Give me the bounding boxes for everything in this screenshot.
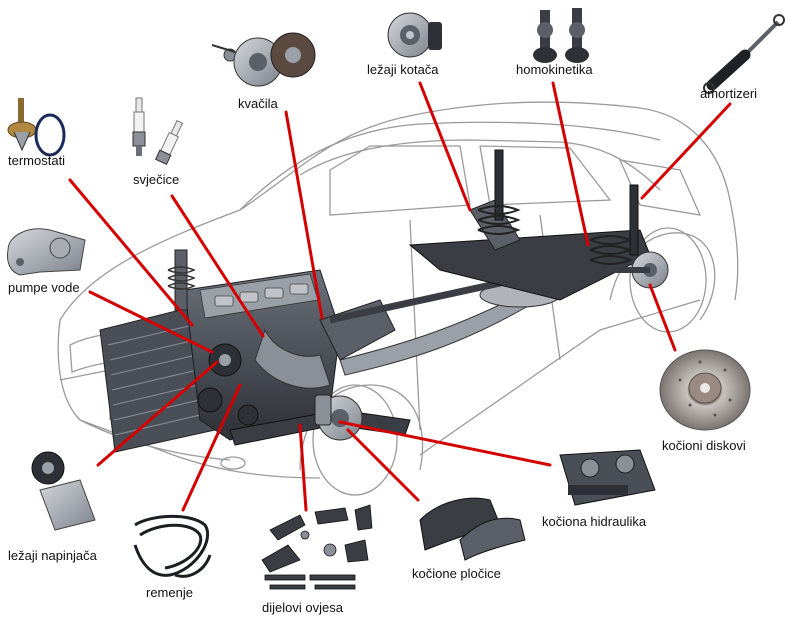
label-dijelovi-ovjesa: dijelovi ovjesa bbox=[262, 600, 343, 615]
tensioner-bearing-icon bbox=[31, 451, 96, 531]
callout-line-kocioni-diskovi bbox=[648, 283, 677, 352]
label-svjecice: svječice bbox=[133, 172, 180, 187]
callout-line-dijelovi-ovjesa bbox=[298, 423, 308, 512]
spark-plug-icon bbox=[132, 97, 184, 165]
wheel-bearing-icon bbox=[387, 12, 442, 58]
label-kocione-plocice: kočione pločice bbox=[412, 566, 501, 581]
label-homokinetika: homokinetika bbox=[516, 62, 593, 77]
callout-line-lezaji-kotaca bbox=[418, 81, 472, 212]
label-kvacila: kvačila bbox=[238, 96, 278, 111]
label-kociona-hidraulika: kočiona hidraulika bbox=[542, 514, 647, 529]
brake-disc-icon bbox=[659, 349, 751, 431]
belt-icon bbox=[133, 514, 212, 578]
callout-line-amortizeri bbox=[640, 102, 732, 200]
suspension-parts-icon bbox=[261, 504, 373, 590]
brake-pad-icon bbox=[419, 497, 526, 561]
brake-caliper-icon bbox=[559, 449, 656, 506]
shock-absorber-icon bbox=[703, 14, 785, 94]
callout-line-termostati bbox=[68, 178, 194, 327]
engine-assembly bbox=[99, 149, 669, 453]
label-kocioni-diskovi: kočioni diskovi bbox=[662, 438, 746, 453]
label-pumpe-vode: pumpe vode bbox=[8, 280, 80, 295]
callout-line-kocione-plocice bbox=[346, 428, 420, 502]
callout-line-svjecice bbox=[170, 194, 265, 338]
label-lezaji-kotaca: ležaji kotača bbox=[367, 62, 439, 77]
callout-line-pumpe-vode bbox=[88, 290, 214, 354]
callout-line-kociona-hidraulika bbox=[338, 420, 552, 467]
callout-line-lezaji-napinjaca bbox=[96, 360, 219, 467]
callout-line-kvacila bbox=[284, 110, 324, 320]
label-remenje: remenje bbox=[146, 585, 193, 600]
label-lezaji-napinjaca: ležaji napinjača bbox=[8, 548, 97, 563]
callout-line-remenje bbox=[181, 383, 242, 512]
cv-joint-icon bbox=[533, 8, 589, 63]
callout-line-homokinetika bbox=[551, 81, 590, 247]
clutch-icon bbox=[211, 32, 316, 87]
label-amortizeri: amortizeri bbox=[700, 86, 758, 101]
water-pump-icon bbox=[7, 228, 86, 276]
thermostat-icon bbox=[7, 98, 66, 157]
label-termostati: termostati bbox=[8, 153, 66, 168]
callout-lines bbox=[68, 81, 732, 512]
